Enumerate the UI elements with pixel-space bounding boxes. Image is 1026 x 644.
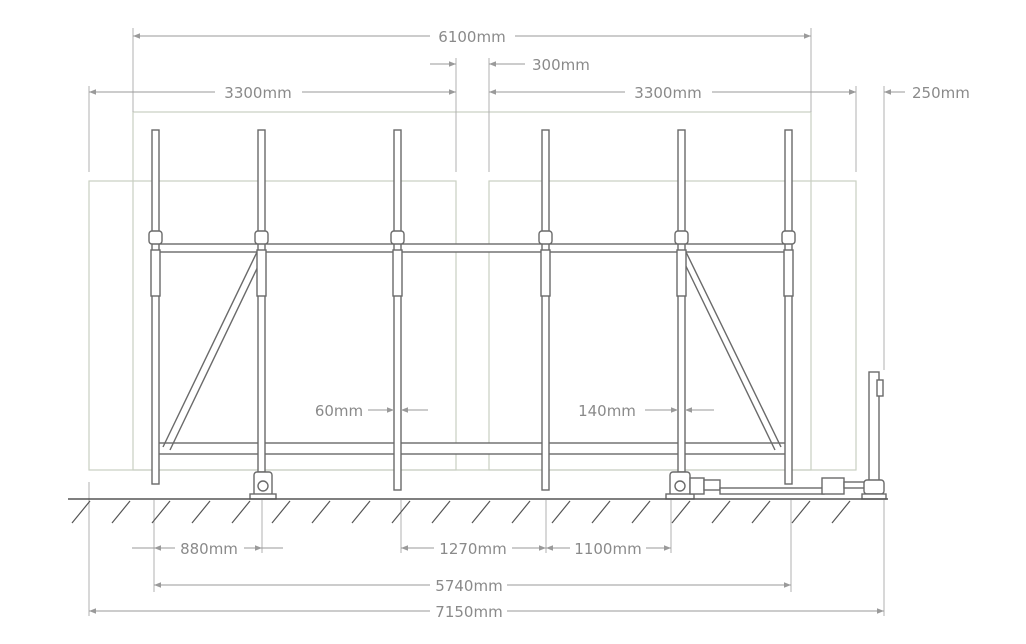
- ground-hatch-stroke: [511, 500, 531, 524]
- dim-left-leaf: 3300mm: [224, 84, 291, 102]
- left-leaf-panel: [88, 180, 457, 471]
- right-diagonal-brace: [685, 251, 782, 448]
- dim-gap-top: 300mm: [532, 56, 590, 74]
- post-2: [257, 129, 266, 473]
- ground-hatch-stroke: [471, 500, 491, 524]
- motor-and-track-assembly: [665, 471, 867, 500]
- post-3: [393, 129, 402, 491]
- ground-hatch-stroke: [271, 500, 291, 524]
- ground-hatch-stroke: [751, 500, 771, 524]
- dim-post-spacing: 1270mm: [439, 540, 506, 558]
- ground-hatch-stroke: [431, 500, 451, 524]
- dim-overall-bottom: 7150mm: [435, 603, 502, 621]
- post-5: [677, 129, 686, 473]
- left-wheel-assembly: [249, 471, 277, 500]
- ground-hatch-stroke: [711, 500, 731, 524]
- dim-side-margin: 250mm: [912, 84, 970, 102]
- ground-hatch-stroke: [391, 500, 411, 524]
- dim-post-to-motor: 1100mm: [574, 540, 641, 558]
- extension-lines: [88, 28, 885, 616]
- post-brackets: [148, 230, 796, 297]
- dim-frame-length: 5740mm: [435, 577, 502, 595]
- dim-right-leaf: 3300mm: [634, 84, 701, 102]
- background-panels: [88, 111, 857, 471]
- dim-frame-member: 140mm: [578, 402, 636, 420]
- post-4: [541, 129, 550, 491]
- ground-hatch-stroke: [71, 500, 91, 524]
- gate-frame: [148, 129, 796, 491]
- bottom-rail: [154, 442, 790, 455]
- ground-hatch-stroke: [591, 500, 611, 524]
- ground-hatch-stroke: [311, 500, 331, 524]
- dim-overall-top: 6100mm: [438, 28, 505, 46]
- ground-hatch-stroke: [631, 500, 651, 524]
- left-diagonal-brace: [162, 251, 258, 448]
- ground-line: [68, 498, 888, 524]
- post-1: [151, 129, 160, 485]
- right-leaf-panel: [488, 180, 857, 471]
- ground-hatch-stroke: [791, 500, 811, 524]
- ground-hatch-stroke: [831, 500, 851, 524]
- ground-hatch-stroke: [551, 500, 571, 524]
- guide-post-assembly: [861, 371, 887, 500]
- ground-hatch-stroke: [231, 500, 251, 524]
- dim-post-width: 60mm: [315, 402, 363, 420]
- ground-hatch-stroke: [191, 500, 211, 524]
- top-panel-outline: [132, 111, 812, 471]
- post-6: [784, 129, 793, 485]
- ground-hatch-stroke: [151, 500, 171, 524]
- dim-wheel-offset: 880mm: [180, 540, 238, 558]
- ground-hatch-stroke: [351, 500, 371, 524]
- ground-hatch-stroke: [671, 500, 691, 524]
- dimension-labels: 6100mm 300mm 3300mm 3300mm 250mm 60mm 14…: [180, 28, 970, 621]
- dimension-lines: [89, 33, 905, 614]
- ground-hatching: [71, 500, 851, 524]
- top-rail: [154, 243, 790, 253]
- ground-hatch-stroke: [111, 500, 131, 524]
